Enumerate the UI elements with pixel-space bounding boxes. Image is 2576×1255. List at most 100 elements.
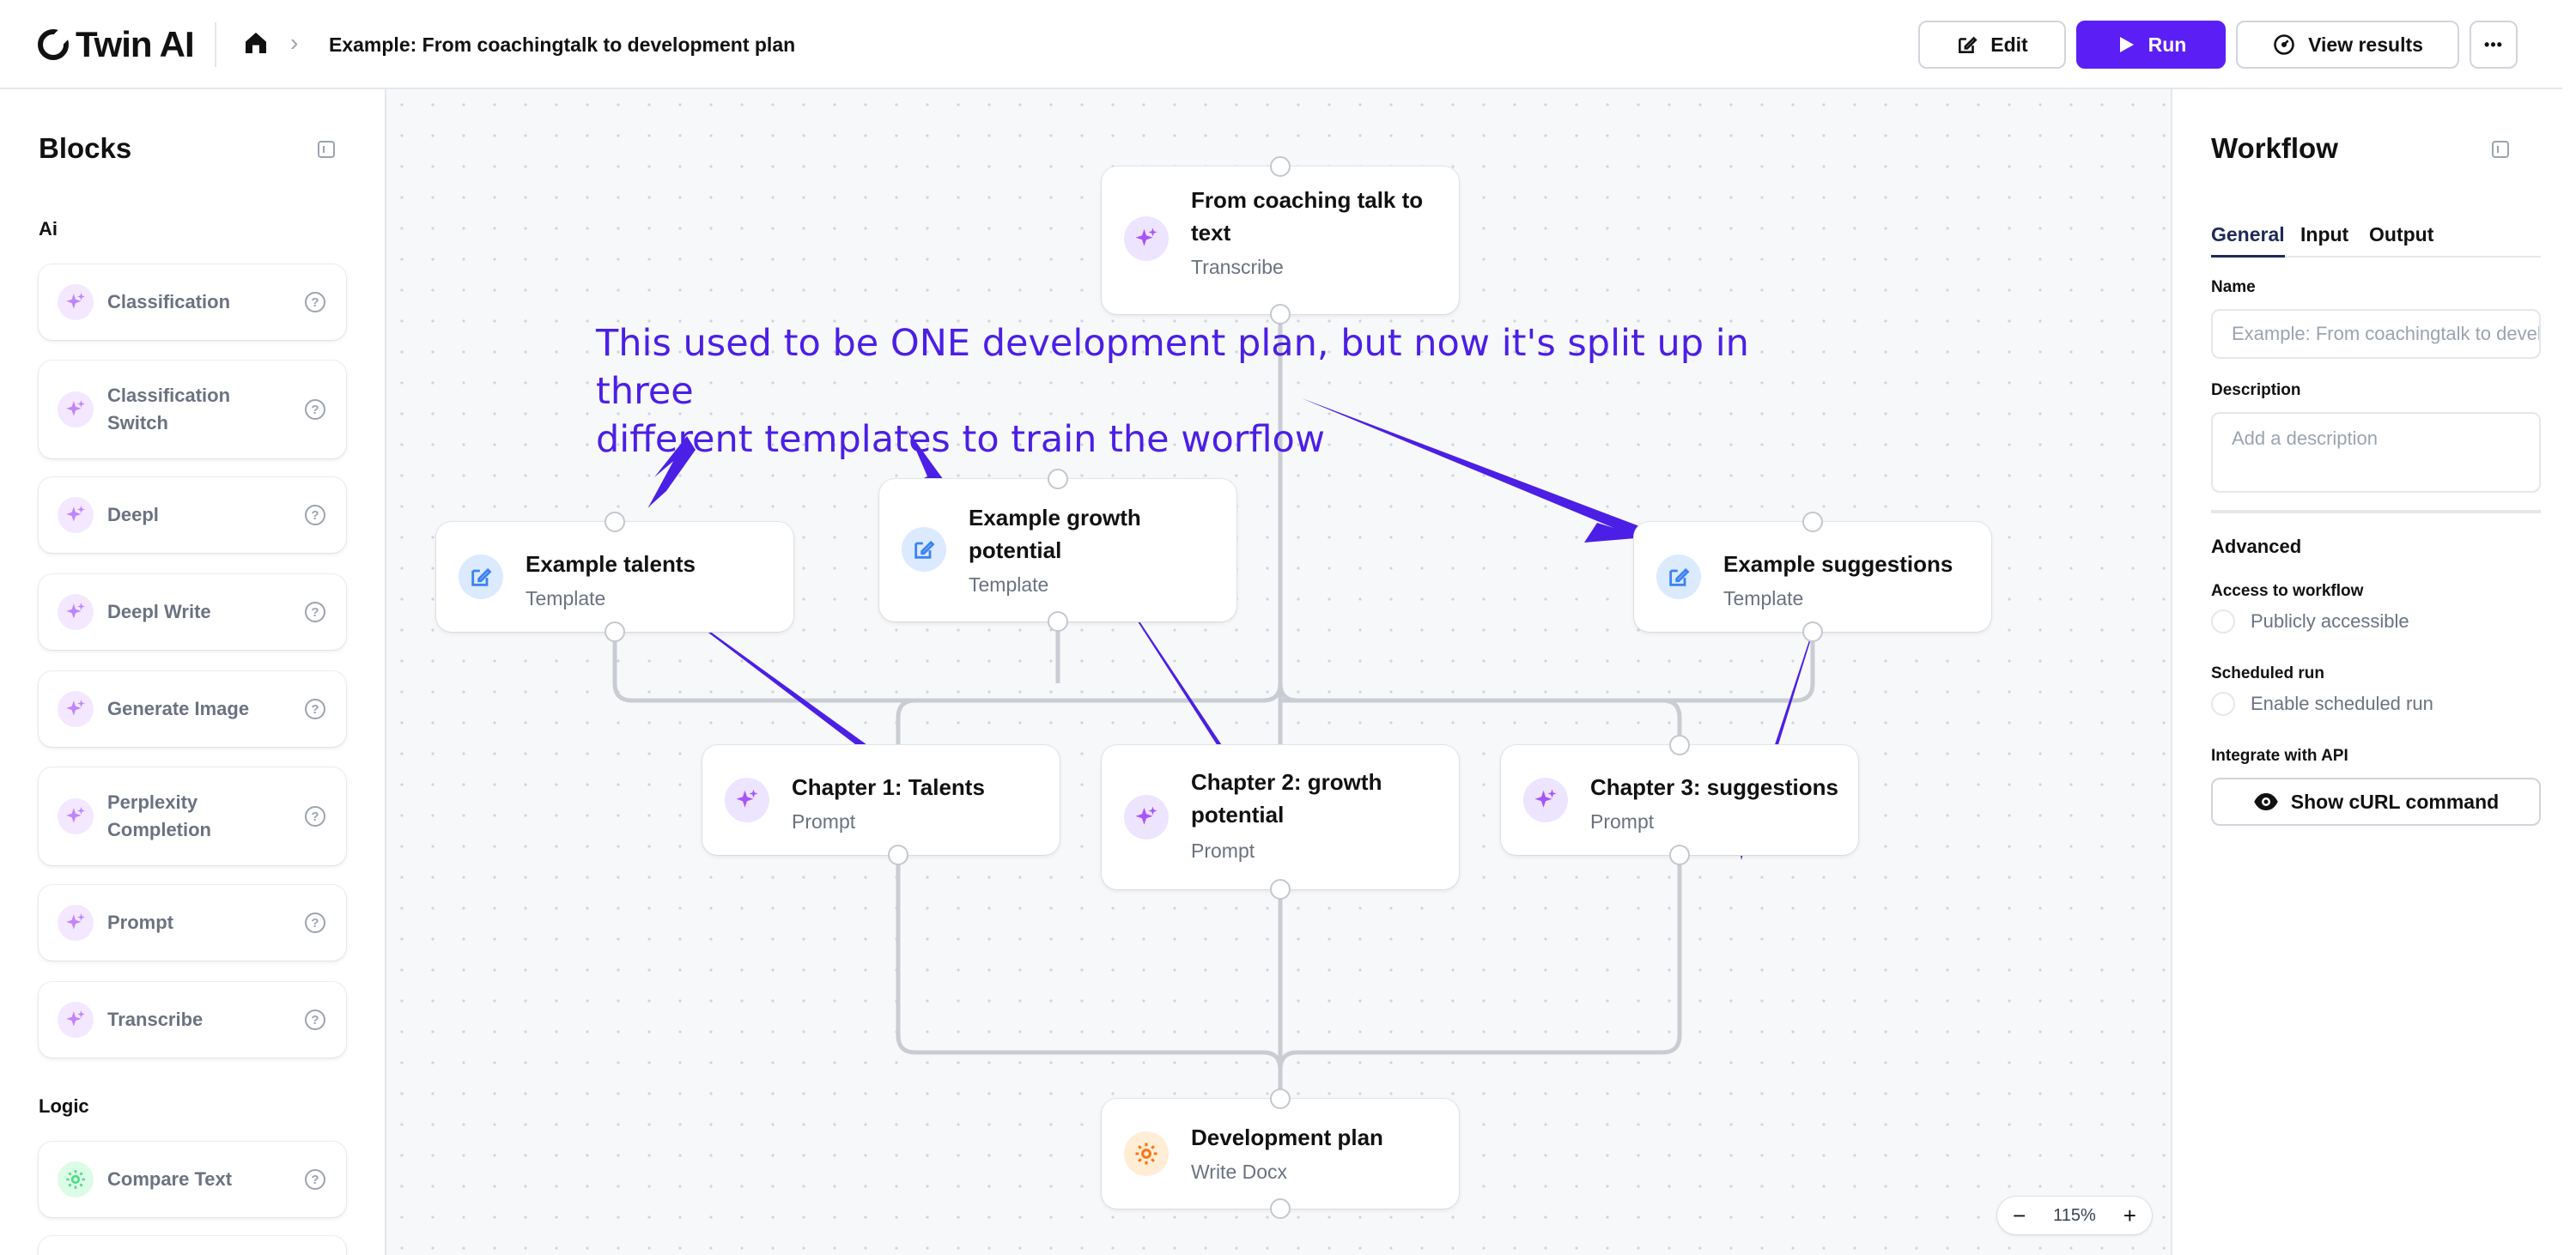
input-port[interactable] — [1270, 156, 1291, 177]
node-title-line-2: potential — [1191, 802, 1285, 828]
node-type: Prompt — [1590, 810, 1655, 833]
node-type: Prompt — [792, 810, 856, 833]
help-icon[interactable]: ? — [305, 292, 325, 312]
edit-icon — [1959, 36, 1978, 53]
section-label-ai: Ai — [39, 218, 58, 239]
node-title-line-1: Chapter 2: growth — [1191, 769, 1382, 795]
node-chapter-1[interactable]: Chapter 1: Talents Prompt — [702, 745, 1060, 855]
output-port[interactable] — [1802, 621, 1823, 642]
edit-button-label: Edit — [1990, 33, 2028, 56]
publicly-accessible-radio[interactable] — [2211, 609, 2235, 634]
run-button[interactable]: Run — [2076, 21, 2226, 69]
output-port[interactable] — [1669, 845, 1690, 865]
workflow-tabs: General Input Output — [2211, 220, 2541, 258]
input-port[interactable] — [1270, 1088, 1291, 1109]
node-title-line-1: Example growth — [969, 505, 1141, 530]
block-label: Deepl Write — [107, 601, 211, 622]
description-field[interactable]: Add a description — [2211, 412, 2541, 493]
input-port[interactable] — [605, 512, 625, 532]
node-type: Template — [969, 573, 1049, 596]
zoom-in-button[interactable]: + — [2123, 1202, 2136, 1228]
block-label: Compare Text — [107, 1168, 233, 1190]
output-port[interactable] — [1270, 1198, 1291, 1219]
enable-scheduled-run-label: Enable scheduled run — [2251, 693, 2433, 714]
node-chapter-2[interactable]: Chapter 2: growth potential Prompt — [1102, 745, 1459, 889]
help-icon[interactable]: ? — [305, 1009, 325, 1030]
output-port[interactable] — [1270, 304, 1291, 324]
top-bar: Twin AI › Example: From coachingtalk to … — [0, 0, 2562, 89]
section-divider — [2211, 510, 2541, 513]
help-icon[interactable]: ? — [305, 505, 325, 525]
connector-lines — [612, 312, 1815, 1095]
output-port[interactable] — [1048, 611, 1068, 632]
node-type: Template — [526, 587, 606, 609]
node-title: Example suggestions — [1723, 551, 1953, 577]
block-transcribe[interactable]: Transcribe ? — [39, 982, 346, 1058]
collapse-sidebar-icon[interactable] — [318, 141, 335, 158]
node-title-line-2: potential — [969, 537, 1062, 563]
enable-scheduled-run-option[interactable]: Enable scheduled run — [2211, 692, 2433, 716]
help-icon[interactable]: ? — [305, 806, 325, 827]
block-generate-image[interactable]: Generate Image ? — [39, 671, 346, 747]
node-transcribe[interactable]: From coaching talk to text Transcribe — [1102, 167, 1459, 314]
sparkle-icon — [1124, 216, 1169, 261]
sparkle-icon — [1523, 778, 1568, 822]
edit-button[interactable]: Edit — [1918, 21, 2066, 69]
node-development-plan[interactable]: Development plan Write Docx — [1102, 1099, 1459, 1209]
edit-icon — [1656, 555, 1701, 599]
eye-icon — [2254, 793, 2278, 810]
sparkle-icon — [1124, 795, 1169, 840]
workflow-panel: Workflow General Input Output Name Examp… — [2171, 89, 2562, 1255]
output-port[interactable] — [888, 845, 908, 865]
sparkle-icon — [58, 594, 94, 630]
node-example-talents[interactable]: Example talents Template — [436, 522, 793, 632]
publicly-accessible-option[interactable]: Publicly accessible — [2211, 609, 2409, 634]
collapse-panel-icon[interactable] — [2492, 141, 2509, 158]
help-icon[interactable]: ? — [305, 699, 325, 719]
tab-input[interactable]: Input — [2300, 223, 2349, 246]
input-port[interactable] — [1669, 735, 1690, 755]
workflow-canvas[interactable]: From coaching talk to text Transcribe Th… — [386, 89, 2171, 1255]
name-field[interactable]: Example: From coachingtalk to developmen… — [2211, 309, 2541, 359]
tab-general[interactable]: General — [2211, 223, 2285, 258]
help-icon[interactable]: ? — [305, 399, 325, 420]
sparkle-icon — [58, 691, 94, 727]
node-title: Chapter 1: Talents — [792, 774, 985, 800]
view-results-button[interactable]: View results — [2236, 21, 2459, 69]
block-deepl[interactable]: Deepl ? — [39, 477, 346, 553]
home-icon[interactable] — [242, 29, 270, 57]
block-deepl-write[interactable]: Deepl Write ? — [39, 574, 346, 650]
input-port[interactable] — [1048, 469, 1068, 489]
logo-text: Twin AI — [76, 24, 195, 64]
zoom-out-button[interactable]: − — [2013, 1202, 2026, 1228]
show-curl-command-button[interactable]: Show cURL command — [2211, 778, 2541, 826]
show-curl-command-label: Show cURL command — [2290, 790, 2500, 813]
header-divider — [215, 22, 216, 67]
node-example-growth-potential[interactable]: Example growth potential Template — [879, 479, 1236, 621]
block-compare-text[interactable]: Compare Text ? — [39, 1142, 346, 1217]
node-chapter-3[interactable]: Chapter 3: suggestions Prompt — [1501, 745, 1858, 855]
run-button-label: Run — [2148, 33, 2187, 56]
help-icon[interactable]: ? — [305, 912, 325, 933]
logo[interactable]: Twin AI — [38, 24, 195, 64]
block-classification[interactable]: Classification ? — [39, 264, 346, 340]
tab-output[interactable]: Output — [2369, 223, 2434, 246]
blocks-sidebar: Blocks Ai Classification ? Classificatio… — [0, 89, 386, 1255]
description-field-placeholder: Add a description — [2232, 427, 2378, 449]
block-partially-visible[interactable] — [39, 1236, 346, 1255]
output-port[interactable] — [605, 621, 625, 642]
section-label-logic: Logic — [39, 1095, 89, 1117]
scheduled-run-label: Scheduled run — [2211, 664, 2324, 682]
more-options-button[interactable]: ••• — [2470, 21, 2518, 69]
help-icon[interactable]: ? — [305, 1169, 325, 1190]
input-port[interactable] — [1802, 512, 1823, 532]
output-port[interactable] — [1270, 879, 1291, 900]
node-example-suggestions[interactable]: Example suggestions Template — [1634, 522, 1991, 632]
node-title: Chapter 3: suggestions — [1590, 774, 1838, 800]
block-prompt[interactable]: Prompt ? — [39, 885, 346, 961]
block-perplexity-completion[interactable]: Perplexity Completion ? — [39, 767, 346, 865]
help-icon[interactable]: ? — [305, 602, 325, 622]
sparkle-icon — [58, 284, 94, 320]
block-classification-switch[interactable]: Classification Switch ? — [39, 361, 346, 458]
enable-scheduled-run-radio[interactable] — [2211, 692, 2235, 716]
